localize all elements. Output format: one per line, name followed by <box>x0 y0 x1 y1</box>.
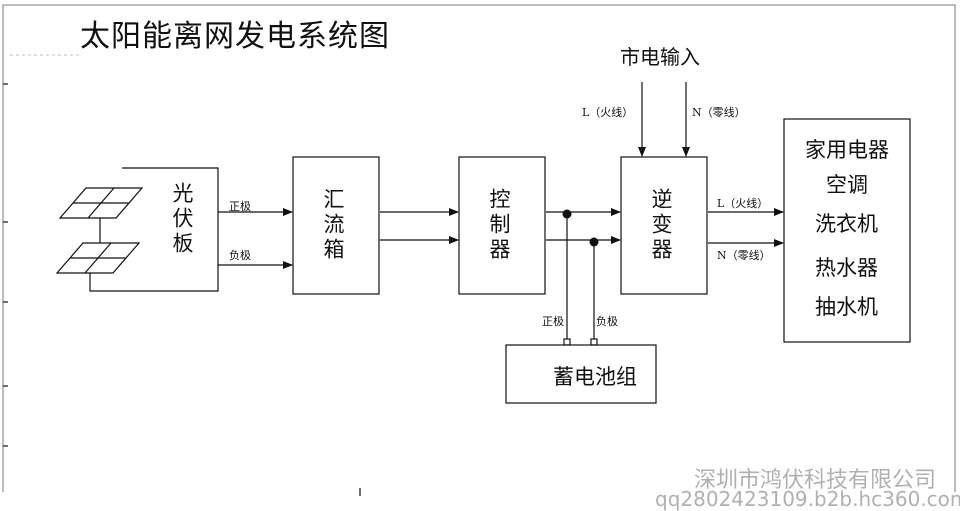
battery-negative-label: 负极 <box>596 315 618 328</box>
watermark-contact: qq2802423109.b2b.hc360.com <box>655 487 960 511</box>
grid-n-label: N（零线） <box>692 106 746 119</box>
solar-panel-top <box>58 187 144 219</box>
page-frame <box>2 4 956 492</box>
grid-l-label: L（火线） <box>582 106 634 119</box>
battery-label: 蓄电池组 <box>553 365 637 389</box>
battery-frame <box>505 344 657 404</box>
appliance-item: 洗衣机 <box>815 212 878 236</box>
pv-enclosure <box>89 167 219 292</box>
inverter-frame <box>620 156 708 295</box>
battery-positive-label: 正极 <box>542 315 564 328</box>
pv-panel-label: 光伏板 <box>170 182 194 257</box>
appliance-frame <box>783 118 911 343</box>
battery-positive-terminal <box>563 338 571 346</box>
watermark-company: 深圳市鸿伏科技有限公司 <box>694 468 937 493</box>
combiner-box-label: 汇流箱 <box>321 188 345 263</box>
pv-positive-label: 正极 <box>229 200 251 213</box>
combiner-box-frame <box>292 156 380 295</box>
output-l-label: L（火线） <box>717 197 769 210</box>
output-n-label: N（零线） <box>717 249 771 262</box>
appliances-title: 家用电器 <box>805 138 889 162</box>
grid-input-label: 市电输入 <box>620 45 700 69</box>
pv-negative-label: 负极 <box>229 249 251 262</box>
appliance-item: 热水器 <box>815 256 878 280</box>
appliance-item: 抽水机 <box>815 295 878 319</box>
controller-frame <box>458 156 546 295</box>
appliance-item: 空调 <box>826 173 868 197</box>
battery-negative-terminal <box>590 338 598 346</box>
positive-junction-dot <box>562 209 572 219</box>
solar-panel-bottom <box>55 242 141 274</box>
inverter-label: 逆变器 <box>649 188 673 263</box>
controller-label: 控制器 <box>487 188 511 263</box>
negative-junction-dot <box>589 237 599 247</box>
diagram-title: 太阳能离网发电系统图 <box>80 19 390 54</box>
